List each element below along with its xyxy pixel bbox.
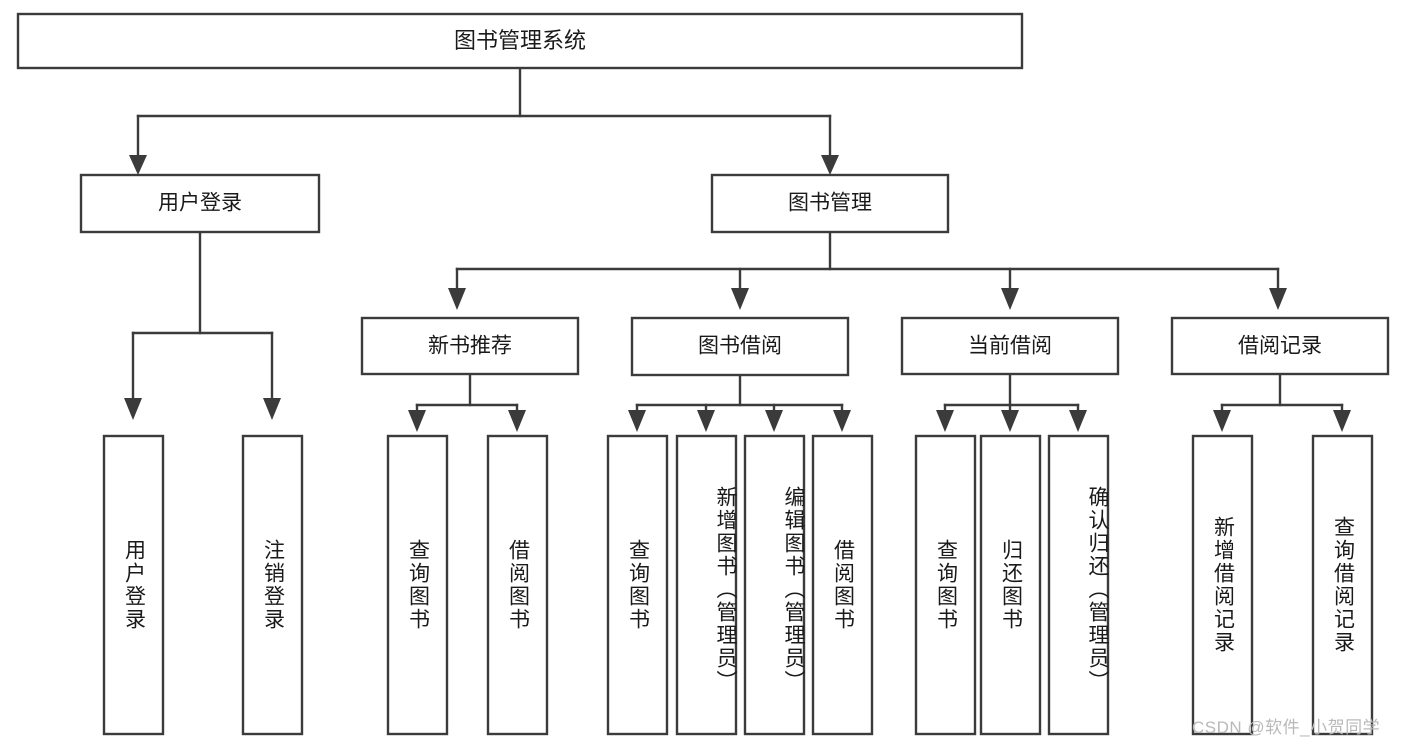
node-book-management[interactable] (710, 173, 950, 234)
connector-bookmanage-to-level2 (448, 230, 1287, 310)
node-leaf-query-record[interactable] (1311, 434, 1374, 736)
node-book-management-label: 图书管理 (788, 192, 872, 215)
node-leaf-user-login[interactable] (102, 434, 165, 736)
node-current-borrow[interactable] (900, 316, 1120, 376)
connector-currentborrow-to-leaves (936, 372, 1087, 432)
node-user-login-label: 用户登录 (158, 192, 242, 215)
node-leaf-query-book-1[interactable] (386, 434, 449, 736)
node-leaf-query-book-3[interactable] (914, 434, 977, 736)
connector-bookborrow-to-leaves (628, 373, 851, 432)
node-leaf-borrow-book-1[interactable] (486, 434, 549, 736)
node-leaf-logout[interactable] (241, 434, 304, 736)
connector-root-to-level1 (129, 66, 839, 175)
node-new-book-recommend[interactable] (360, 316, 580, 376)
node-leaf-confirm-return[interactable] (1047, 434, 1110, 736)
node-book-borrow[interactable] (630, 316, 850, 377)
node-current-borrow-label: 当前借阅 (968, 335, 1052, 358)
node-leaf-return-book[interactable] (979, 434, 1042, 736)
node-borrow-record[interactable] (1170, 316, 1390, 376)
connector-borrowrecord-to-leaves (1213, 372, 1351, 432)
node-new-book-recommend-label: 新书推荐 (428, 335, 512, 358)
node-borrow-record-label: 借阅记录 (1238, 335, 1322, 358)
node-root-book-management-system[interactable] (16, 12, 1024, 70)
csdn-watermark: CSDN @软件_小贺同学 (1192, 718, 1381, 737)
node-book-borrow-label: 图书借阅 (698, 335, 782, 358)
node-leaf-query-book-2[interactable] (606, 434, 669, 736)
node-root-label: 图书管理系统 (454, 28, 586, 53)
node-leaf-borrow-book-2[interactable] (811, 434, 874, 736)
node-leaf-add-book[interactable] (675, 434, 738, 736)
connector-newbook-to-leaves (408, 372, 526, 432)
connector-userlogin-to-leaves (124, 230, 281, 420)
node-leaf-edit-book[interactable] (743, 434, 806, 736)
node-leaf-add-record[interactable] (1191, 434, 1254, 736)
node-user-login[interactable] (79, 173, 321, 234)
